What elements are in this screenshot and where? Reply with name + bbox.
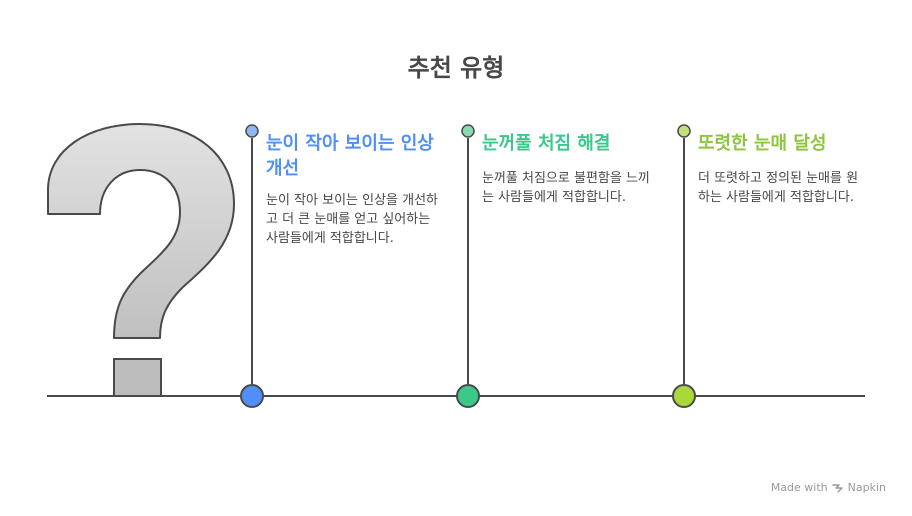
item-1-description: 눈이 작아 보이는 인상을 개선하고 더 큰 눈매를 얻고 싶어하는 사람들에게… (266, 193, 439, 246)
diagram-title: 추천 유형 (407, 54, 505, 82)
napkin-logo-icon (831, 483, 843, 493)
timeline-marker-1 (240, 124, 264, 408)
item-3-description: 더 또렷하고 정의된 눈매를 원하는 사람들에게 적합합니다. (698, 171, 859, 205)
timeline-marker-2 (456, 124, 480, 408)
made-with-label: Made with (770, 481, 828, 494)
item-2-title: 눈꺼풀 처짐 해결 (482, 133, 611, 154)
napkin-brand-label: Napkin (847, 481, 886, 494)
item-1-title: 눈이 작아 보이는 인상 개선 (266, 133, 434, 179)
made-with-napkin-footer[interactable]: Made with Napkin (771, 481, 886, 494)
item-3-title: 또렷한 눈매 달성 (698, 133, 827, 154)
timeline-marker-3 (672, 124, 696, 408)
item-2-description: 눈꺼풀 처짐으로 불편함을 느끼는 사람들에게 적합합니다. (482, 171, 650, 205)
question-mark-icon (47, 123, 235, 397)
